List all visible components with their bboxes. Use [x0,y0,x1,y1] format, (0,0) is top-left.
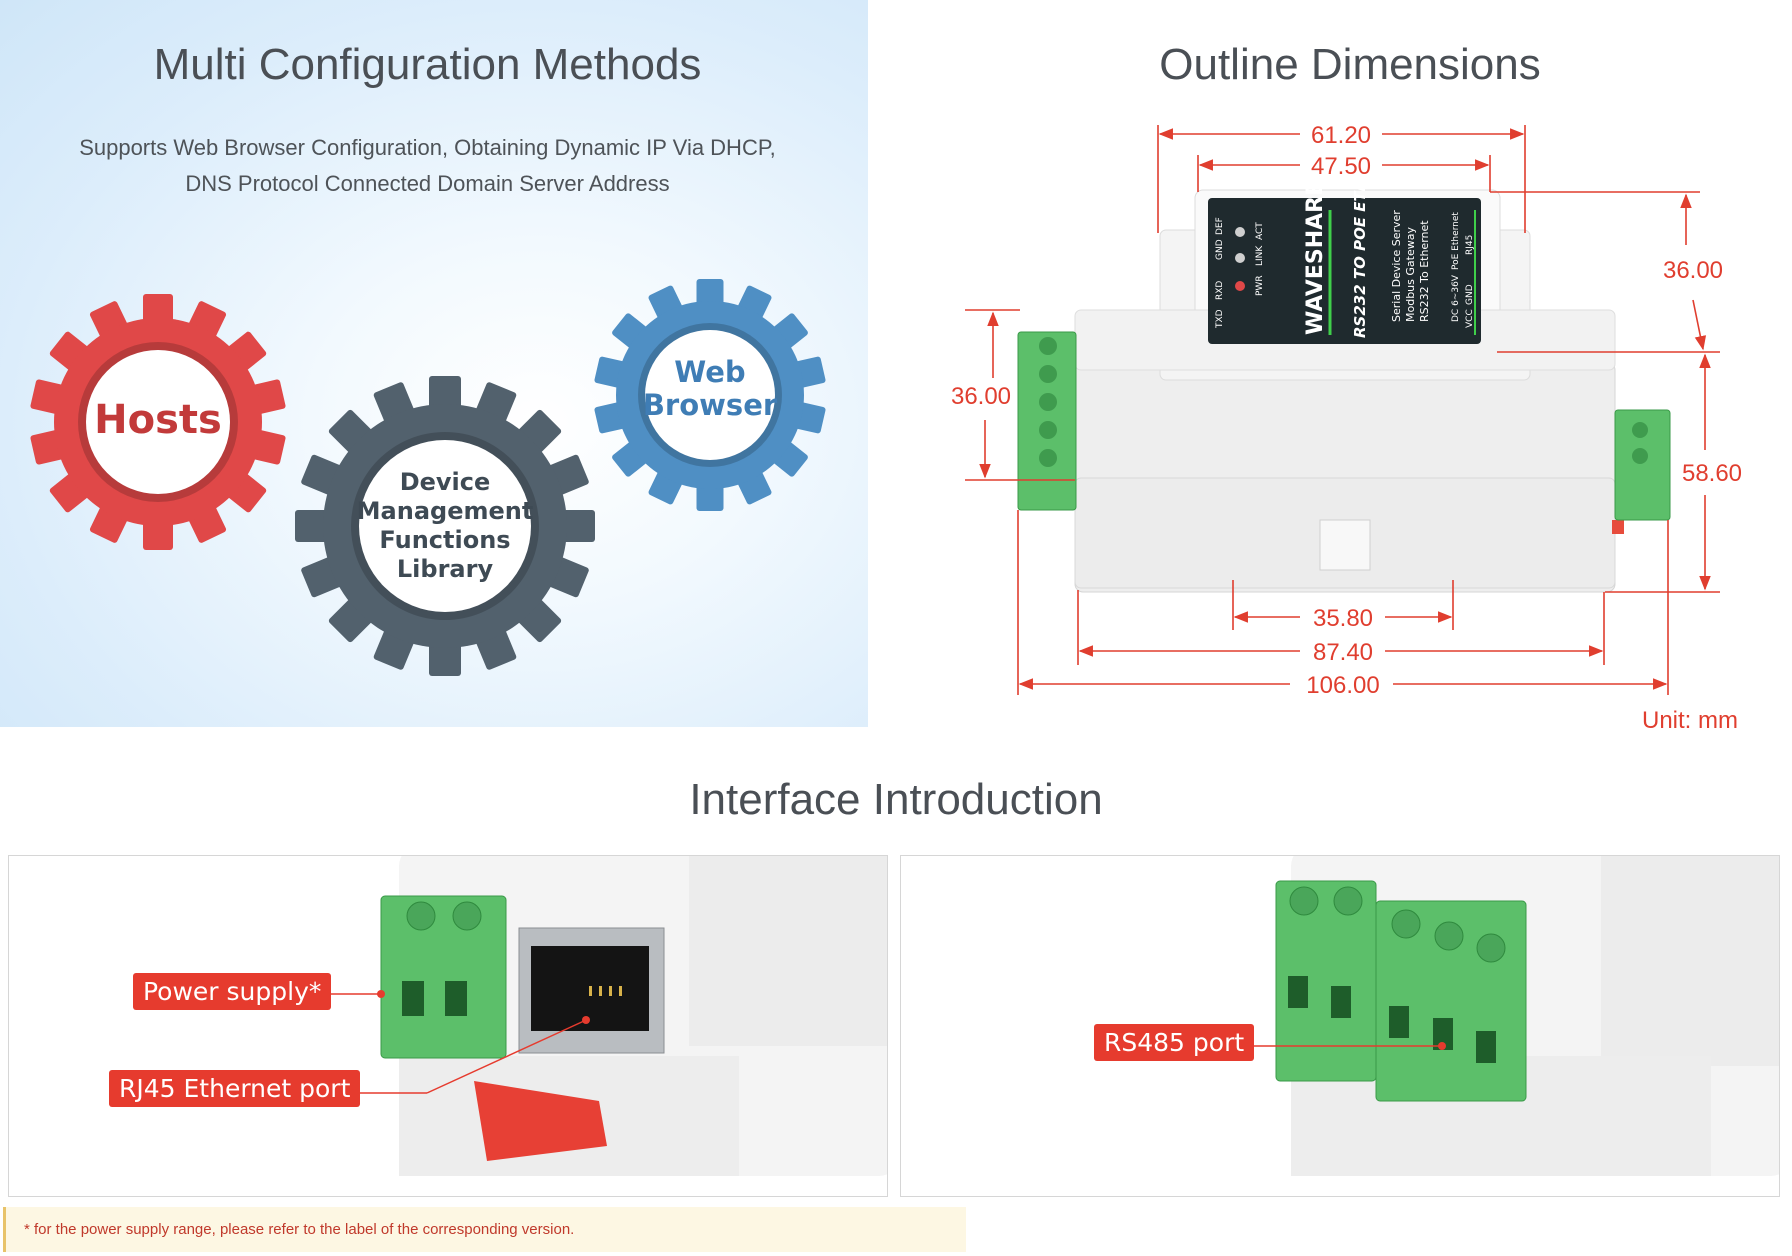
gear-label-line: Device [399,468,491,496]
gear-label-line: Web [674,355,746,389]
footnote-bar: * for the power supply range, please ref… [3,1207,966,1252]
power-rj45-photo: Power supply* RJ45 Ethernet port [8,855,888,1197]
hosts-gear-label: Hosts [94,397,222,443]
gear-label-line: Functions [379,526,511,554]
dim-right-upper: 36.00 [1663,257,1723,284]
device-model-text: RS232 TO POE ETH (B) [1351,148,1369,338]
dimension-lines [965,125,1720,695]
dim-top-inner: 47.50 [1311,153,1371,180]
device-pin-txd: TXD [1215,309,1225,329]
device-pin-gnd: GND [1215,239,1225,260]
footnote-text: * for the power supply range, please ref… [24,1221,575,1238]
device-management-gear-icon [295,376,595,676]
device-line-2: Modbus Gateway [1404,227,1417,322]
device-led-link: LINK [1255,245,1265,266]
device-power-text: DC 6~36V [1451,274,1461,322]
power-rj45-illustration [319,856,887,1176]
device-pin-rxd: RXD [1215,281,1225,300]
device-pin-rj45: RJ45 [1465,235,1475,255]
description-line-1: Supports Web Browser Configuration, Obta… [79,135,776,160]
rs485-port-callout: RS485 port [1094,1024,1255,1061]
description-line-2: DNS Protocol Connected Domain Server Add… [185,171,670,196]
gear-label-line: Management [356,497,534,525]
rs485-illustration [1231,856,1779,1176]
dim-bottom-outer: 106.00 [1306,672,1379,699]
outline-dimensions-drawing: WAVESHARE RS232 TO POE ETH (B) Serial De… [951,122,1742,734]
device-led-pwr: PWR [1255,275,1265,296]
device-management-gear-label: Device Management Functions Library [345,468,545,584]
hosts-gear-icon [30,294,286,550]
device-poe-text: PoE Ethernet [1451,212,1461,270]
web-browser-gear-icon [594,279,826,511]
dim-bottom-mid: 87.40 [1313,639,1373,666]
web-browser-gear-label: Web Browser [610,356,810,422]
rj45-ethernet-callout: RJ45 Ethernet port [109,1070,361,1107]
device-pin-vcc: VCC [1465,309,1475,328]
interface-introduction-title: Interface Introduction [689,775,1103,824]
device-line-3: RS232 To Ethernet [1418,220,1431,322]
dim-unit: Unit: mm [1642,707,1738,734]
dim-left-height: 36.00 [951,383,1011,410]
device-led-act: ACT [1255,222,1265,240]
config-methods-title: Multi Configuration Methods [153,40,702,89]
device-illustration: WAVESHARE RS232 TO POE ETH (B) Serial De… [1017,148,1671,593]
power-supply-callout: Power supply* [133,973,332,1010]
config-methods-panel: Multi Configuration Methods Supports Web… [0,0,868,727]
device-pin-gnd-right: GND [1465,284,1475,305]
dim-bottom-inner: 35.80 [1313,605,1373,632]
device-pin-def: DEF [1215,217,1225,235]
gear-label-line: Browser [642,388,778,422]
gear-label-line: Library [396,555,494,583]
device-brand-text: WAVESHARE [1303,181,1328,335]
outline-dimensions-title: Outline Dimensions [1159,40,1541,89]
dim-right-total: 58.60 [1682,460,1742,487]
device-line-1: Serial Device Server [1390,210,1403,322]
config-methods-description: Supports Web Browser Configuration, Obta… [40,130,815,202]
dim-top-outer: 61.20 [1311,122,1371,149]
rs485-photo: RS485 port [900,855,1780,1197]
